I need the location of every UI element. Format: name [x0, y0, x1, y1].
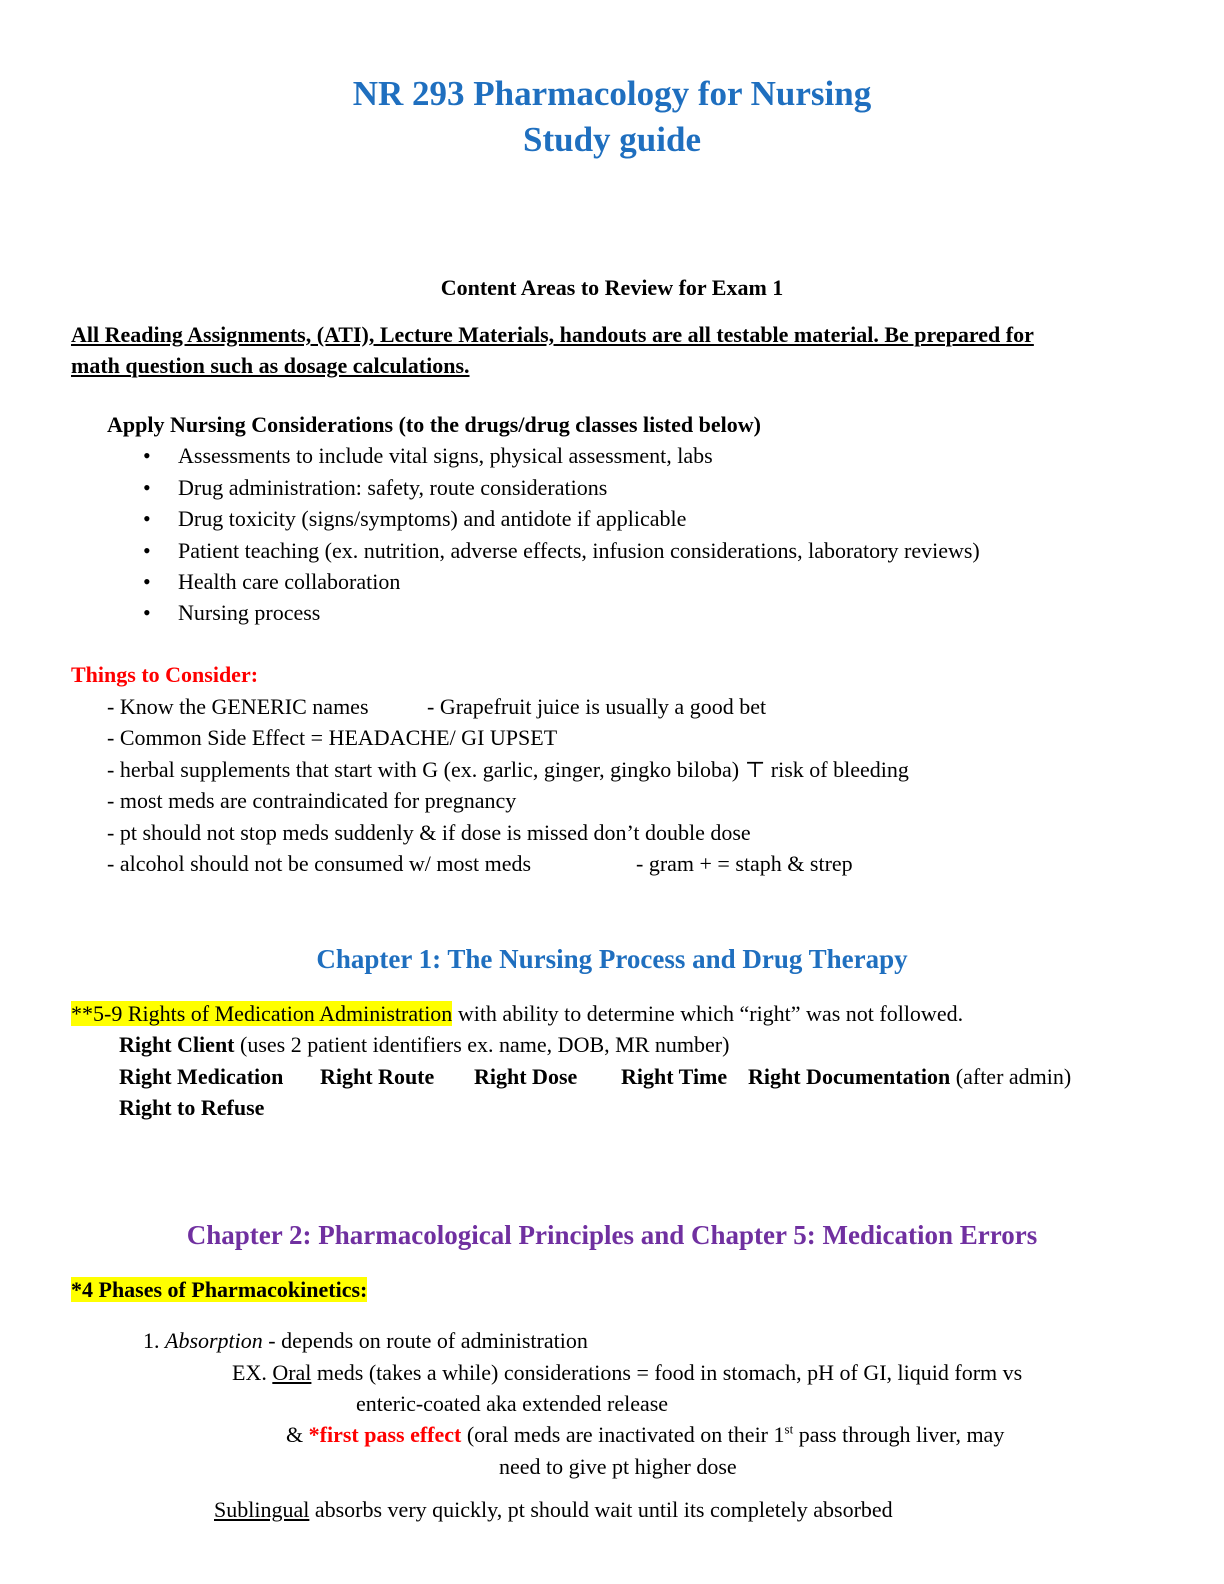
consider-herbal: - herbal supplements that start with G (…: [107, 757, 909, 782]
oral-term: Oral: [272, 1360, 312, 1385]
absorption-term: Absorption: [165, 1328, 263, 1353]
content-areas-heading: Content Areas to Review for Exam 1: [440, 275, 784, 300]
document-title-line2: Study guide: [523, 120, 701, 159]
list-item: Assessments to include vital signs, phys…: [178, 443, 713, 468]
chapter2-heading: Chapter 2: Pharmacological Principles an…: [186, 1220, 1038, 1250]
consider-gram-positive: - gram + = staph & strep: [636, 851, 853, 876]
right-medication: Right Medication: [119, 1064, 284, 1089]
document-title-line1: NR 293 Pharmacology for Nursing: [352, 74, 872, 113]
absorption-detail: - depends on route of administration: [262, 1328, 588, 1353]
consider-pregnancy: - most meds are contraindicated for preg…: [107, 788, 517, 813]
oral-meds-line: EX. Oral meds (takes a while) considerat…: [232, 1360, 1022, 1386]
list-item: Health care collaboration: [178, 569, 401, 594]
oral-meds-line2: enteric-coated aka extended release: [356, 1391, 669, 1416]
right-to-refuse: Right to Refuse: [119, 1095, 265, 1120]
bullet-marker: •: [143, 443, 151, 468]
chapter1-heading: Chapter 1: The Nursing Process and Drug …: [316, 944, 908, 974]
consider-alcohol: - alcohol should not be consumed w/ most…: [107, 851, 532, 876]
list-item: Drug toxicity (signs/symptoms) and antid…: [178, 506, 687, 531]
bullet-marker: •: [143, 475, 151, 500]
right-client-line: Right Client (uses 2 patient identifiers…: [119, 1032, 729, 1058]
right-documentation-detail: (after admin): [950, 1064, 1072, 1089]
list-item: Drug administration: safety, route consi…: [178, 475, 608, 500]
oral-ex-prefix: EX.: [232, 1360, 273, 1385]
bullet-marker: •: [143, 600, 151, 625]
right-client: Right Client: [119, 1032, 235, 1057]
testable-note-line1: All Reading Assignments, (ATI), Lecture …: [71, 322, 1034, 347]
absorption-line: 1. Absorption - depends on route of admi…: [143, 1328, 588, 1354]
first-pass-line: & *first pass effect (oral meds are inac…: [286, 1422, 1004, 1448]
consider-generic-names: - Know the GENERIC names: [107, 694, 369, 719]
consider-stop-meds: - pt should not stop meds suddenly & if …: [107, 820, 751, 845]
first-pass-effect: *first pass effect: [308, 1422, 462, 1447]
oral-detail: meds (takes a while) considerations = fo…: [311, 1360, 1023, 1385]
first-pass-line2: need to give pt higher dose: [499, 1454, 737, 1479]
first-pass-sup: st: [784, 1421, 794, 1437]
rights-intro-rest: with ability to determine which “right” …: [452, 1001, 964, 1026]
phases-heading: *4 Phases of Pharmacokinetics:: [71, 1277, 368, 1303]
bullet-marker: •: [143, 538, 151, 563]
sublingual-detail: absorbs very quickly, pt should wait unt…: [309, 1497, 893, 1522]
things-to-consider-heading: Things to Consider:: [71, 662, 259, 687]
sublingual-term: Sublingual: [214, 1497, 310, 1522]
list-item: Nursing process: [178, 600, 321, 625]
first-pass-amp: &: [286, 1422, 309, 1447]
right-dose: Right Dose: [474, 1064, 578, 1089]
list-item: Patient teaching (ex. nutrition, adverse…: [178, 538, 980, 563]
testable-note-line2: math question such as dosage calculation…: [71, 353, 470, 378]
sublingual-line: Sublingual absorbs very quickly, pt shou…: [214, 1497, 893, 1523]
absorption-number: 1.: [143, 1328, 165, 1353]
right-client-detail: (uses 2 patient identifiers ex. name, DO…: [234, 1032, 730, 1057]
apply-considerations-heading: Apply Nursing Considerations (to the dru…: [107, 412, 761, 437]
bullet-marker: •: [143, 569, 151, 594]
phases-heading-highlight: *4 Phases of Pharmacokinetics:: [71, 1277, 368, 1302]
right-route: Right Route: [320, 1064, 435, 1089]
bullet-marker: •: [143, 506, 151, 531]
right-time: Right Time: [621, 1064, 728, 1089]
right-documentation: Right Documentation: [748, 1064, 951, 1089]
first-pass-detail-a: (oral meds are inactivated on their 1: [461, 1422, 785, 1447]
rights-highlight: **5-9 Rights of Medication Administratio…: [71, 1001, 453, 1026]
consider-side-effect: - Common Side Effect = HEADACHE/ GI UPSE…: [107, 725, 558, 750]
consider-grapefruit: - Grapefruit juice is usually a good bet: [427, 694, 767, 719]
first-pass-detail-b: pass through liver, may: [793, 1422, 1005, 1447]
right-documentation-line: Right Documentation (after admin): [748, 1064, 1071, 1090]
rights-intro: **5-9 Rights of Medication Administratio…: [71, 1001, 963, 1027]
